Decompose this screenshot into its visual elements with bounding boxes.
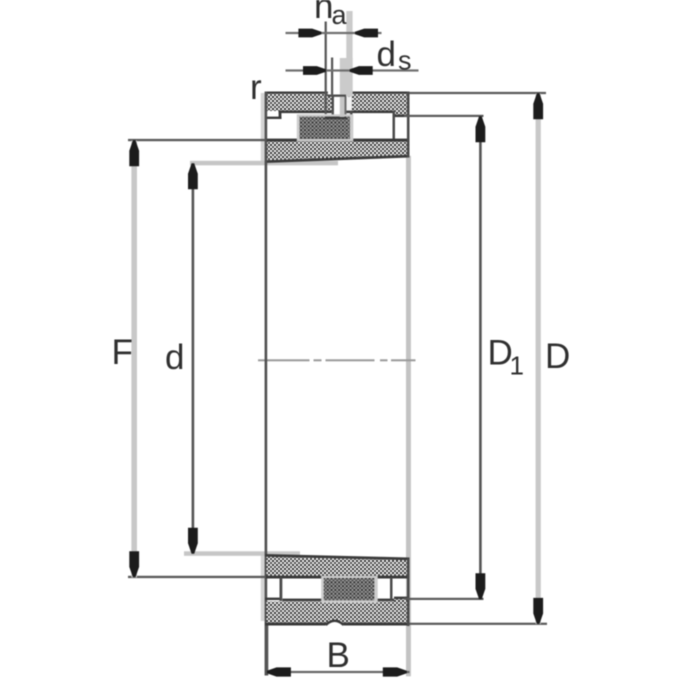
- svg-text:D: D: [488, 333, 513, 372]
- svg-text:1: 1: [510, 350, 524, 380]
- svg-text:F: F: [112, 333, 133, 372]
- svg-text:D: D: [545, 337, 570, 376]
- svg-text:n: n: [314, 0, 333, 26]
- svg-text:d: d: [377, 35, 396, 74]
- svg-text:d: d: [165, 338, 184, 377]
- svg-text:s: s: [398, 45, 412, 75]
- svg-text:r: r: [250, 68, 262, 107]
- svg-text:a: a: [332, 0, 348, 30]
- svg-text:B: B: [327, 636, 350, 675]
